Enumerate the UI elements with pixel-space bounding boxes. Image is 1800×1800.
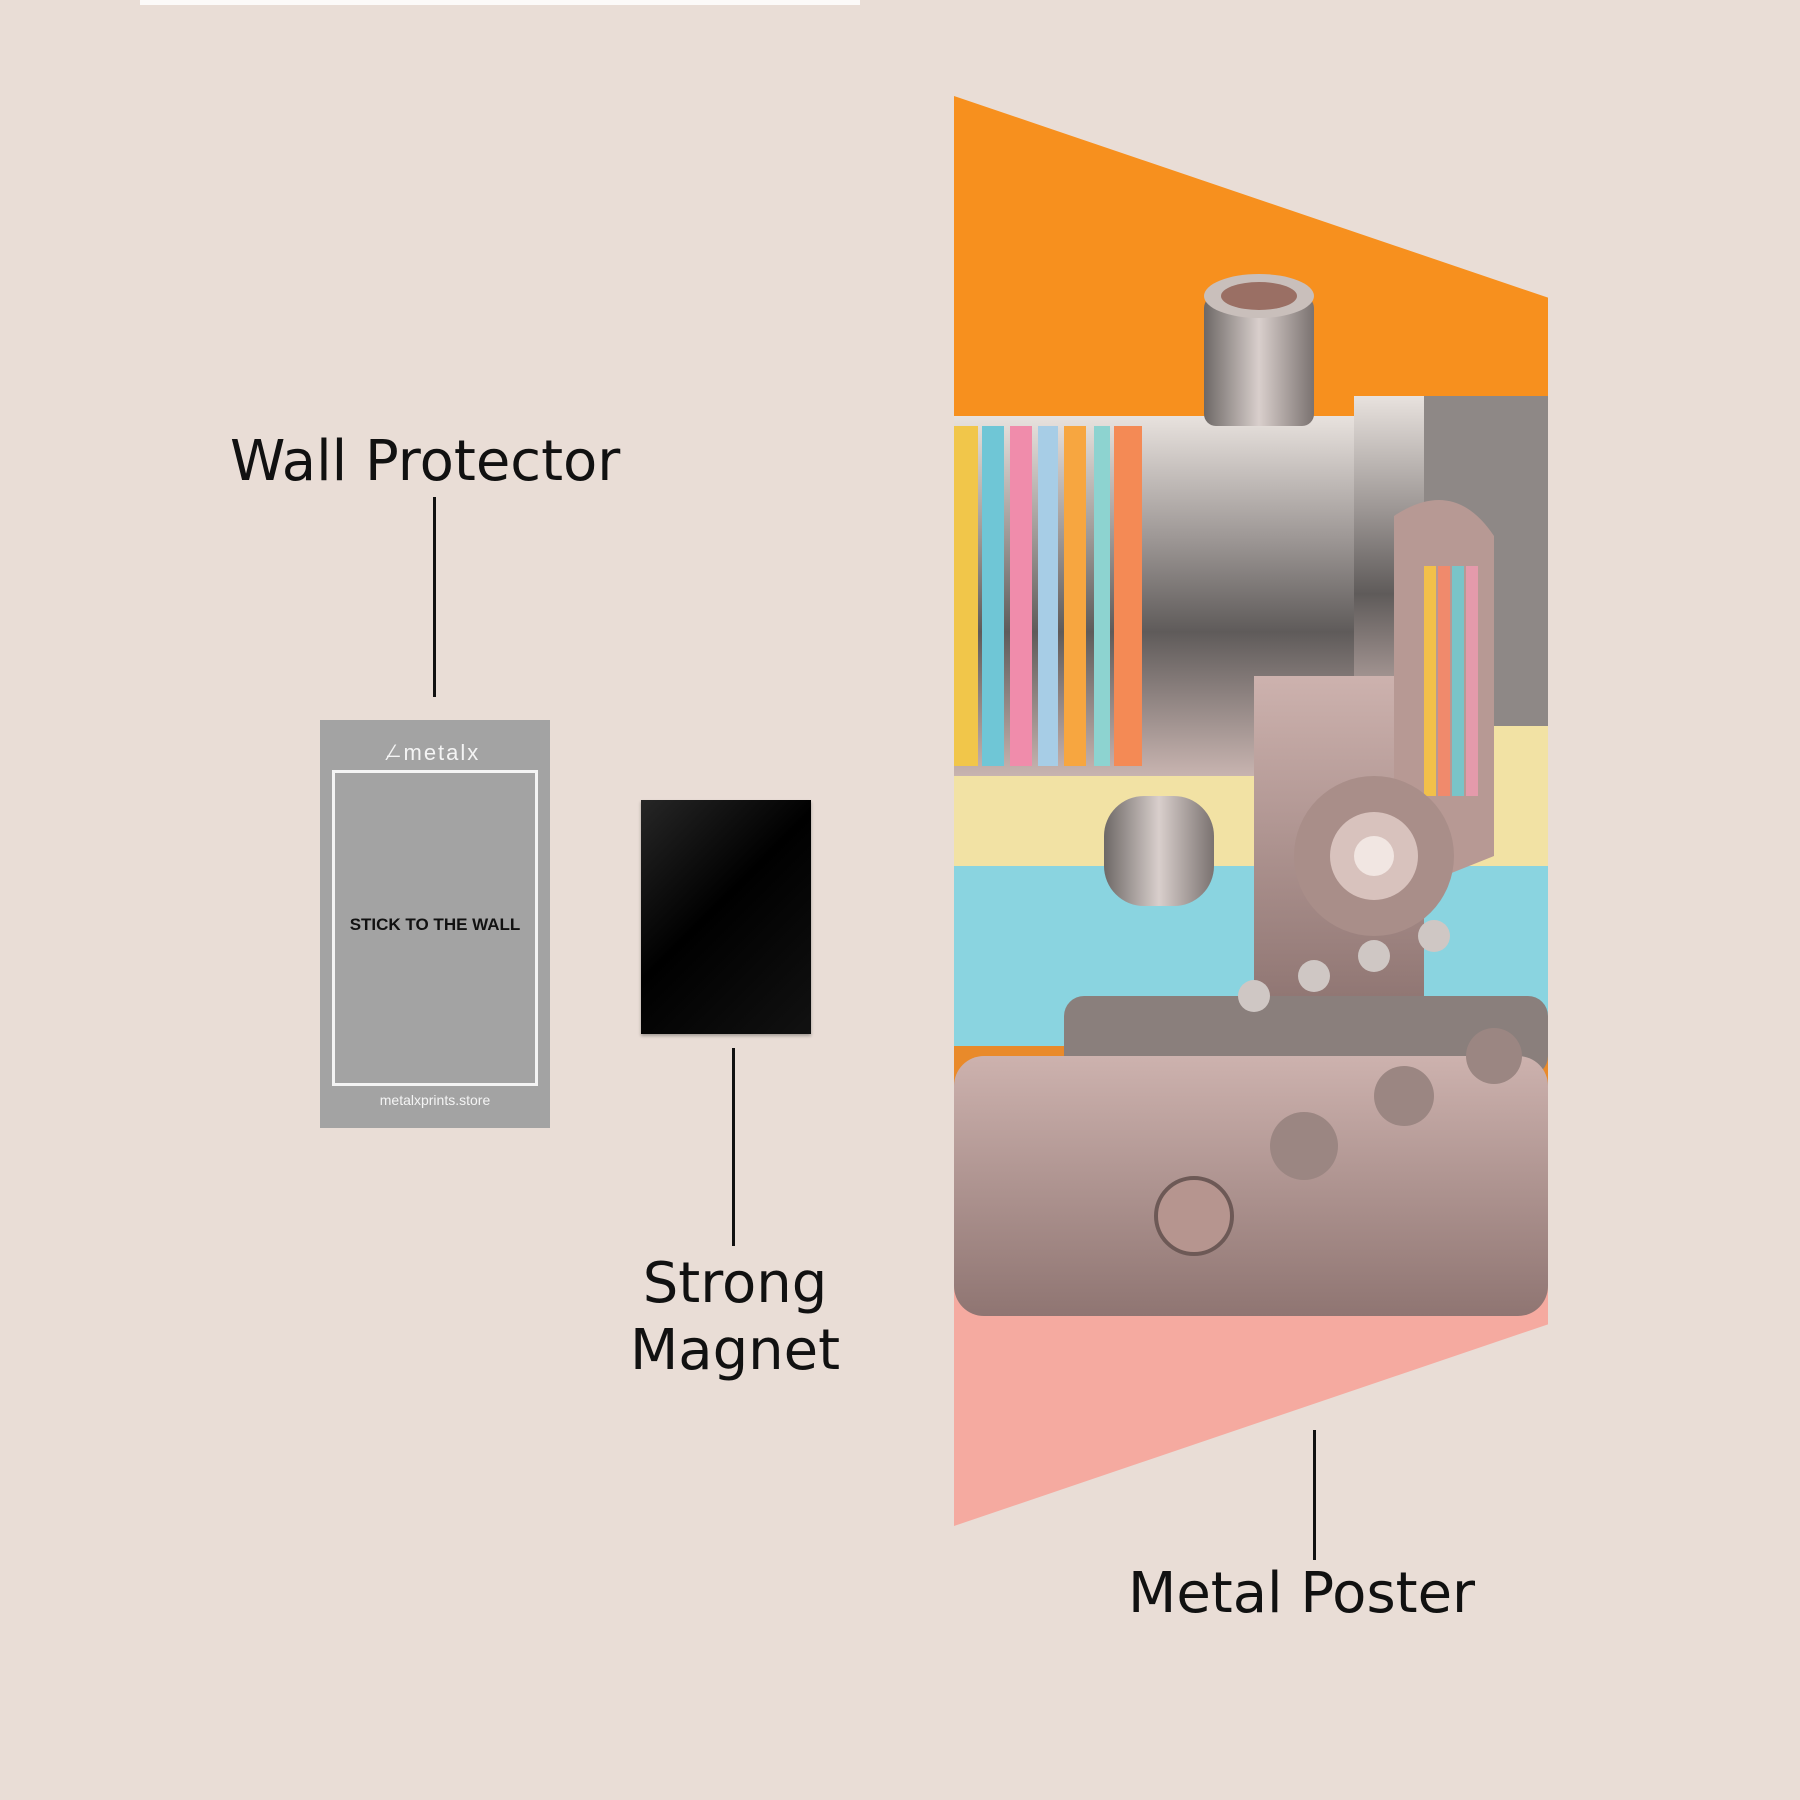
- poster-artwork: [954, 96, 1548, 1526]
- strong-magnet-label: Strong Magnet: [629, 1251, 841, 1384]
- strong-magnet-leader-line: [732, 1048, 735, 1246]
- metal-poster: [954, 96, 1548, 1526]
- poster-mount: [1104, 500, 1494, 1006]
- protector-brand-logo: ⁄̶ metalx: [320, 740, 550, 766]
- strong-magnet-sheet: [641, 800, 811, 1034]
- metalx-logo-icon: ⁄̶: [389, 740, 404, 765]
- protector-frame: [332, 770, 538, 1086]
- protector-website: metalxprints.store: [379, 1092, 491, 1108]
- protector-instruction: STICK TO THE WALL: [349, 915, 521, 934]
- metal-poster-label: Metal Poster: [1128, 1561, 1476, 1626]
- top-edge-bar: [140, 0, 860, 5]
- poster-base: [954, 920, 1548, 1316]
- protector-brand-text: metalx: [403, 740, 481, 765]
- poster-top-knob: [1204, 274, 1314, 426]
- wall-protector-leader-line: [433, 497, 436, 697]
- wall-protector-label: Wall Protector: [230, 429, 621, 494]
- wall-protector-card: ⁄̶ metalx STICK TO THE WALL metalxprints…: [320, 720, 550, 1128]
- metal-poster-leader-line: [1313, 1430, 1316, 1560]
- poster-telescope-barrel: [954, 396, 1548, 776]
